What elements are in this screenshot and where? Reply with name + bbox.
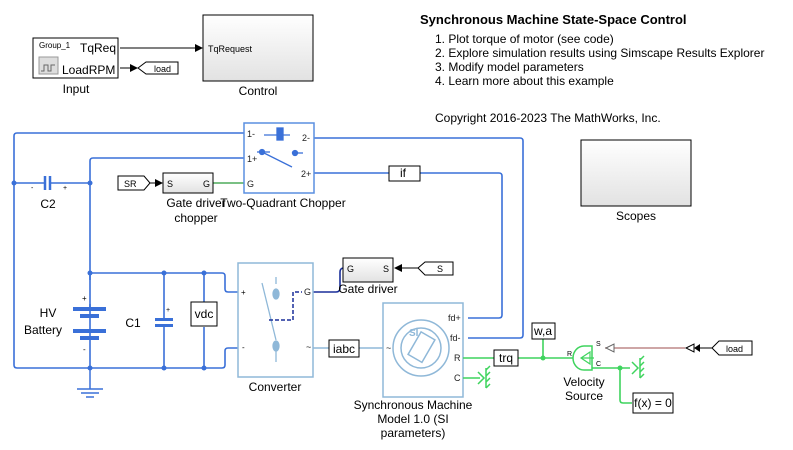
ps-converter[interactable] [684, 343, 700, 353]
svg-text:chopper: chopper [174, 211, 217, 225]
gate-driver-block[interactable]: G S Gate driver [338, 257, 398, 296]
vdc-sensor-tag[interactable]: vdc [190, 301, 218, 327]
svg-text:Source: Source [565, 389, 603, 403]
battery-label-1: HV [40, 306, 57, 320]
svg-text:trq: trq [499, 351, 513, 365]
input-block[interactable]: Group_1 TqReq LoadRPM Input [32, 37, 119, 96]
svg-text:G: G [347, 264, 354, 274]
svg-text:+: + [63, 185, 67, 192]
svg-text:C: C [454, 373, 461, 383]
switch-icon [261, 277, 280, 362]
svg-text:G: G [203, 179, 210, 189]
chopper-label: Two-Quadrant Chopper [220, 196, 345, 210]
svg-text:-: - [242, 343, 245, 352]
svg-text:Model 1.0 (SI: Model 1.0 (SI [377, 412, 448, 426]
control-subsystem[interactable]: TqRequest Control [202, 14, 314, 98]
svg-text:~: ~ [306, 342, 311, 352]
link-learn-more[interactable]: 4. Learn more about this example [435, 74, 614, 88]
annotation: Synchronous Machine State-Space Control … [420, 12, 764, 125]
svg-text:S: S [383, 264, 389, 274]
svg-text:-: - [83, 345, 86, 354]
capacitor-c1[interactable]: + C1 [125, 307, 173, 330]
signal-builder-icon [38, 56, 59, 75]
gate-driver-chopper[interactable]: S G Gate driver chopper [162, 172, 226, 225]
svg-text:Converter: Converter [249, 380, 302, 394]
velocity-source-block[interactable]: R S C Velocity Source [563, 341, 615, 403]
svg-text:1+: 1+ [247, 154, 257, 164]
svg-text:SI: SI [409, 328, 419, 339]
mechanical-ground-icon [477, 355, 645, 389]
copyright: Copyright 2016-2023 The MathWorks, Inc. [435, 111, 661, 125]
svg-text:G: G [304, 287, 311, 297]
from-sr-tag[interactable]: SR [117, 175, 151, 191]
svg-text:+: + [82, 294, 87, 303]
svg-text:load: load [726, 344, 743, 354]
svg-text:2-: 2- [302, 133, 310, 143]
port-loadrpm: LoadRPM [62, 63, 115, 77]
capacitor-c2[interactable]: - + C2 [31, 176, 67, 211]
svg-text:fd+: fd+ [448, 313, 461, 323]
switch-icon [257, 127, 303, 168]
svg-text:S: S [596, 341, 601, 348]
port-tqreq: TqReq [80, 41, 116, 55]
svg-text:+: + [241, 288, 246, 297]
trq-sensor-tag[interactable]: trq [493, 349, 519, 367]
svg-text:vdc: vdc [195, 307, 214, 321]
hv-battery[interactable]: + - HV Battery [24, 273, 107, 354]
link-modify-parameters[interactable]: 3. Modify model parameters [435, 60, 584, 74]
synchronous-machine-block[interactable]: ~ fd+ fd- R C SI Synchronous Machine Mod… [354, 302, 473, 440]
scopes-label: Scopes [616, 209, 656, 223]
svg-text:-: - [31, 185, 34, 192]
group-label: Group_1 [39, 41, 71, 50]
svg-text:C: C [596, 361, 601, 368]
c2-label: C2 [40, 197, 56, 211]
input-label: Input [63, 82, 90, 96]
svg-text:load: load [154, 64, 171, 74]
svg-text:parameters): parameters) [381, 426, 446, 440]
svg-text:if: if [400, 166, 407, 180]
battery-label-2: Battery [24, 323, 62, 337]
from-s-tag[interactable]: S [417, 261, 454, 276]
svg-text:R: R [567, 351, 572, 358]
two-quadrant-chopper[interactable]: 1- 1+ G 2- 2+ Two-Quadrant Chopper [220, 122, 346, 210]
svg-text:2+: 2+ [301, 169, 311, 179]
svg-text:fd-: fd- [450, 333, 461, 343]
control-label: Control [239, 84, 278, 98]
link-explore-results[interactable]: 2. Explore simulation results using Sims… [435, 46, 764, 60]
svg-text:SR: SR [124, 179, 137, 189]
wa-sensor-tag[interactable]: w,a [531, 322, 556, 340]
if-sensor-tag[interactable]: if [388, 165, 421, 182]
svg-text:G: G [247, 179, 254, 189]
svg-text:Synchronous Machine: Synchronous Machine [354, 398, 473, 412]
electrical-wires [11, 132, 524, 371]
svg-text:f(x) = 0: f(x) = 0 [634, 396, 672, 410]
converter-block[interactable]: + - G ~ Converter [237, 262, 314, 394]
svg-text:Gate driver: Gate driver [338, 282, 397, 296]
svg-text:~: ~ [386, 343, 391, 353]
svg-text:1-: 1- [247, 129, 255, 139]
link-plot-torque[interactable]: 1. Plot torque of motor (see code) [435, 32, 614, 46]
port-tqrequest: TqRequest [208, 44, 253, 54]
svg-text:w,a: w,a [533, 324, 552, 338]
solver-configuration-block[interactable]: f(x) = 0 [632, 392, 674, 414]
model-title: Synchronous Machine State-Space Control [420, 12, 687, 27]
svg-text:S: S [437, 264, 443, 274]
ground-icon [77, 368, 103, 398]
c1-label: C1 [125, 316, 141, 330]
svg-text:S: S [167, 179, 173, 189]
mechanical-wires [463, 338, 712, 404]
from-load-tag[interactable]: load [711, 340, 753, 356]
svg-text:R: R [454, 353, 461, 363]
goto-load-tag[interactable]: load [137, 61, 179, 75]
scopes-subsystem[interactable]: Scopes [580, 139, 692, 223]
junctions [11, 180, 207, 371]
svg-text:iabc: iabc [333, 342, 355, 356]
svg-text:+: + [166, 307, 170, 314]
svg-text:Gate driver: Gate driver [166, 196, 225, 210]
iabc-sensor-tag[interactable]: iabc [328, 339, 360, 358]
svg-text:Velocity: Velocity [563, 375, 604, 389]
machine-icon: SI [392, 319, 450, 377]
